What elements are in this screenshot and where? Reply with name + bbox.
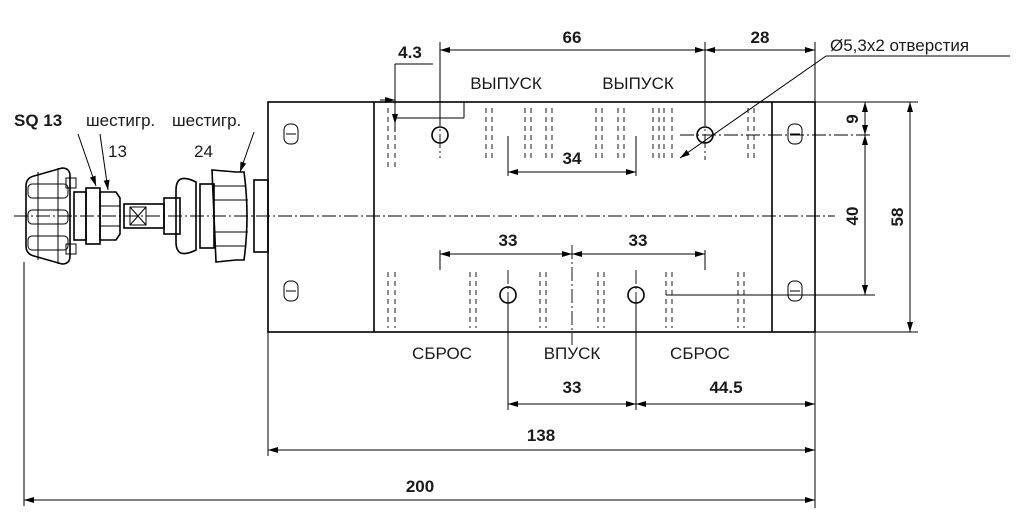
label-reset-left: СБРОС	[412, 344, 472, 363]
label-exhaust-right: ВЫПУСК	[602, 74, 674, 93]
label-hex1: шестигр.	[86, 111, 155, 130]
dim-4-3: 4.3	[380, 43, 465, 132]
mounting-slot-bottom-left	[283, 280, 299, 302]
mounting-slot-top-left	[283, 123, 299, 145]
dim-33-bottom-value: 33	[563, 378, 582, 397]
dim-138-value: 138	[527, 426, 555, 445]
dim-40: 40	[666, 135, 875, 296]
dim-58-value: 58	[888, 208, 907, 227]
hidden-lines	[387, 108, 755, 328]
dim-33-right-value: 33	[629, 231, 648, 250]
label-reset-right: СБРОС	[670, 344, 730, 363]
hole-note: Ø5,3x2 отверстия	[679, 36, 1010, 159]
dim-33-left-value: 33	[499, 231, 518, 250]
valve-body	[14, 101, 870, 345]
mounting-slot-top-right	[787, 123, 803, 145]
dim-138: 138	[267, 332, 815, 456]
dim-28: 28	[705, 28, 816, 102]
dim-9: 9	[815, 101, 875, 135]
label-inlet: ВПУСК	[544, 344, 601, 363]
dim-200: 200	[23, 262, 815, 506]
dim-34: 34	[507, 136, 637, 176]
hex1-callout: шестигр. 13	[86, 111, 155, 191]
mounting-slot-bottom-right	[787, 280, 803, 302]
hole-note-text: Ø5,3x2 отверстия	[830, 36, 969, 55]
dim-58: 58	[815, 101, 918, 333]
dim-33-pair: 33 33	[439, 231, 706, 270]
actuator	[25, 167, 269, 265]
dim-9-value: 9	[843, 114, 862, 123]
dim-33-bottom: 33	[507, 300, 637, 410]
dim-28-value: 28	[751, 28, 770, 47]
label-hex2: шестигр.	[172, 111, 241, 130]
dim-66-value: 66	[563, 28, 582, 47]
dim-40-value: 40	[843, 207, 862, 226]
sq-callout: SQ 13	[14, 111, 97, 187]
label-exhaust-left: ВЫПУСК	[470, 74, 542, 93]
dim-66: 66	[439, 28, 706, 126]
dim-4-3-value: 4.3	[398, 43, 422, 62]
dim-44-5-value: 44.5	[709, 378, 742, 397]
dim-44-5: 44.5	[636, 332, 816, 508]
label-sq: SQ 13	[14, 111, 62, 130]
dim-34-value: 34	[563, 149, 582, 168]
label-hex2-size: 24	[194, 142, 213, 161]
dim-200-value: 200	[406, 477, 434, 496]
hex2-callout: шестигр. 24	[172, 111, 255, 173]
label-hex1-size: 13	[108, 142, 127, 161]
